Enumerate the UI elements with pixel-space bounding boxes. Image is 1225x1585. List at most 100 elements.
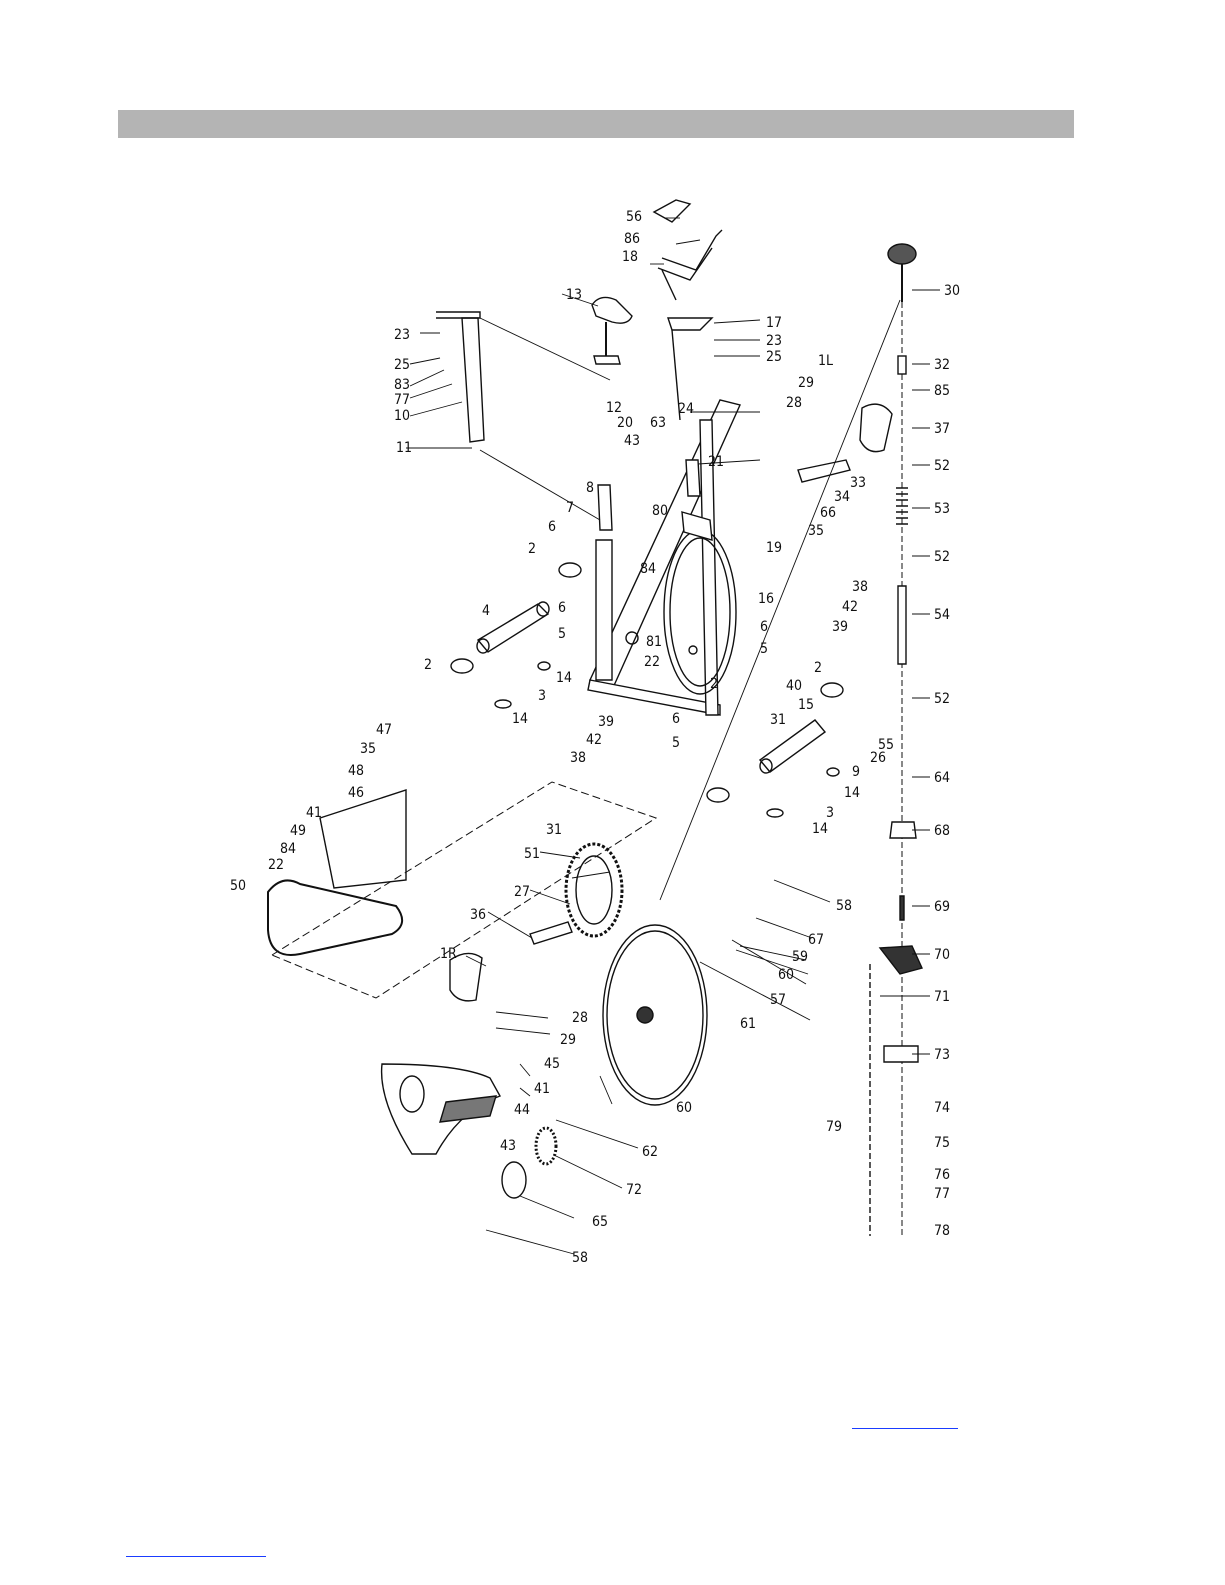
callout-21: 21 — [708, 454, 724, 470]
callout-5-left: 5 — [558, 626, 566, 642]
callout-2-rearL: 2 — [710, 676, 718, 692]
callout-33: 33 — [850, 475, 866, 491]
callout-19: 19 — [766, 540, 782, 556]
callout-85: 85 — [934, 383, 950, 399]
callout-2-left: 2 — [424, 657, 432, 673]
callout-28: 28 — [786, 395, 802, 411]
callout-59: 59 — [792, 949, 808, 965]
callout-7: 7 — [566, 500, 574, 516]
callout-64: 64 — [934, 770, 950, 786]
callout-39-bottom: 39 — [598, 714, 614, 730]
callout-84-frame: 84 — [640, 561, 656, 577]
callout-74: 74 — [934, 1100, 950, 1116]
callout-25-handle: 25 — [766, 349, 782, 365]
callout-52-top: 52 — [934, 458, 950, 474]
callout-1L: 1L — [818, 353, 833, 369]
small-sprocket-drawing — [534, 1126, 558, 1166]
callout-10: 10 — [394, 408, 410, 424]
callout-35-right: 35 — [808, 523, 824, 539]
callout-80: 80 — [652, 503, 668, 519]
callout-81: 81 — [646, 634, 662, 650]
callout-5-right: 5 — [760, 641, 768, 657]
callout-41: 41 — [306, 805, 322, 821]
callout-14-rearL: 14 — [812, 821, 828, 837]
callout-66: 66 — [820, 505, 836, 521]
tension-rod-drawing — [869, 243, 923, 1236]
callout-36: 36 — [470, 907, 486, 923]
callout-52-low: 52 — [934, 691, 950, 707]
callout-51: 51 — [524, 846, 540, 862]
callout-63: 63 — [650, 415, 666, 431]
callout-8: 8 — [586, 480, 594, 496]
callout-44: 44 — [514, 1102, 530, 1118]
callout-6-right: 6 — [760, 619, 768, 635]
hyperlink-underline[interactable] — [852, 1428, 958, 1429]
callout-43: 43 — [500, 1138, 516, 1154]
hyperlink-underline-bottom[interactable] — [126, 1556, 266, 1557]
callout-37: 37 — [934, 421, 950, 437]
callout-28-right: 28 — [572, 1010, 588, 1026]
callout-78: 78 — [934, 1223, 950, 1239]
callout-6-left: 6 — [558, 600, 566, 616]
callout-40: 40 — [786, 678, 802, 694]
callout-75: 75 — [934, 1135, 950, 1151]
callout-23: 23 — [394, 327, 410, 343]
callout-52-mid: 52 — [934, 549, 950, 565]
callout-50: 50 — [230, 878, 246, 894]
main-frame-drawing — [587, 399, 741, 716]
callout-13: 13 — [566, 287, 582, 303]
callout-47: 47 — [376, 722, 392, 738]
callout-43-top: 43 — [624, 433, 640, 449]
callout-35: 35 — [360, 741, 376, 757]
callout-48: 48 — [348, 763, 364, 779]
callout-38-bottom: 38 — [570, 750, 586, 766]
callout-15: 15 — [798, 697, 814, 713]
callout-46: 46 — [348, 785, 364, 801]
callout-72: 72 — [626, 1182, 642, 1198]
callout-18: 18 — [622, 249, 638, 265]
callout-31: 31 — [546, 822, 562, 838]
right-pedal-drawing — [449, 921, 573, 1002]
left-pedal-drawing — [797, 403, 893, 483]
callout-29: 29 — [798, 375, 814, 391]
callout-61: 61 — [740, 1016, 756, 1032]
callout-69: 69 — [934, 899, 950, 915]
callout-31-rear: 31 — [770, 712, 786, 728]
header-bar — [118, 110, 1074, 138]
callout-6-bottom: 6 — [672, 711, 680, 727]
callout-58-top: 58 — [836, 898, 852, 914]
chain-guard-drawing — [380, 1063, 502, 1155]
callout-60: 60 — [676, 1100, 692, 1116]
cover-plate-drawing — [319, 789, 407, 889]
callout-3-rear: 3 — [826, 805, 834, 821]
callout-45: 45 — [544, 1056, 560, 1072]
callout-71: 71 — [934, 989, 950, 1005]
rear-stabilizer-drawing — [706, 682, 844, 818]
callout-56: 56 — [626, 209, 642, 225]
callout-77-rod: 77 — [934, 1186, 950, 1202]
callout-60-top: 60 — [778, 967, 794, 983]
callout-2-right: 2 — [814, 660, 822, 676]
belt-drawing — [267, 879, 403, 956]
callout-27: 27 — [514, 884, 530, 900]
flywheel-drawing — [602, 924, 708, 1106]
callout-32: 32 — [934, 357, 950, 373]
callout-labels: 56 86 18 13 30 17 23 25 23 25 83 77 10 1… — [230, 209, 960, 1266]
callout-26: 26 — [870, 750, 886, 766]
bearing-drawing — [501, 1161, 527, 1199]
callout-70: 70 — [934, 947, 950, 963]
callout-14-frontL: 14 — [512, 711, 528, 727]
seat-drawing — [591, 296, 633, 365]
callout-22-frame: 22 — [644, 654, 660, 670]
callout-4: 4 — [482, 603, 490, 619]
callout-55: 55 — [878, 737, 894, 753]
callout-41-guard: 41 — [534, 1081, 550, 1097]
callout-57: 57 — [770, 992, 786, 1008]
callout-24: 24 — [678, 401, 694, 417]
callout-79: 79 — [826, 1119, 842, 1135]
callout-22: 22 — [268, 857, 284, 873]
callout-9: 9 — [852, 764, 860, 780]
callout-6-top: 6 — [548, 519, 556, 535]
callout-29-right: 29 — [560, 1032, 576, 1048]
